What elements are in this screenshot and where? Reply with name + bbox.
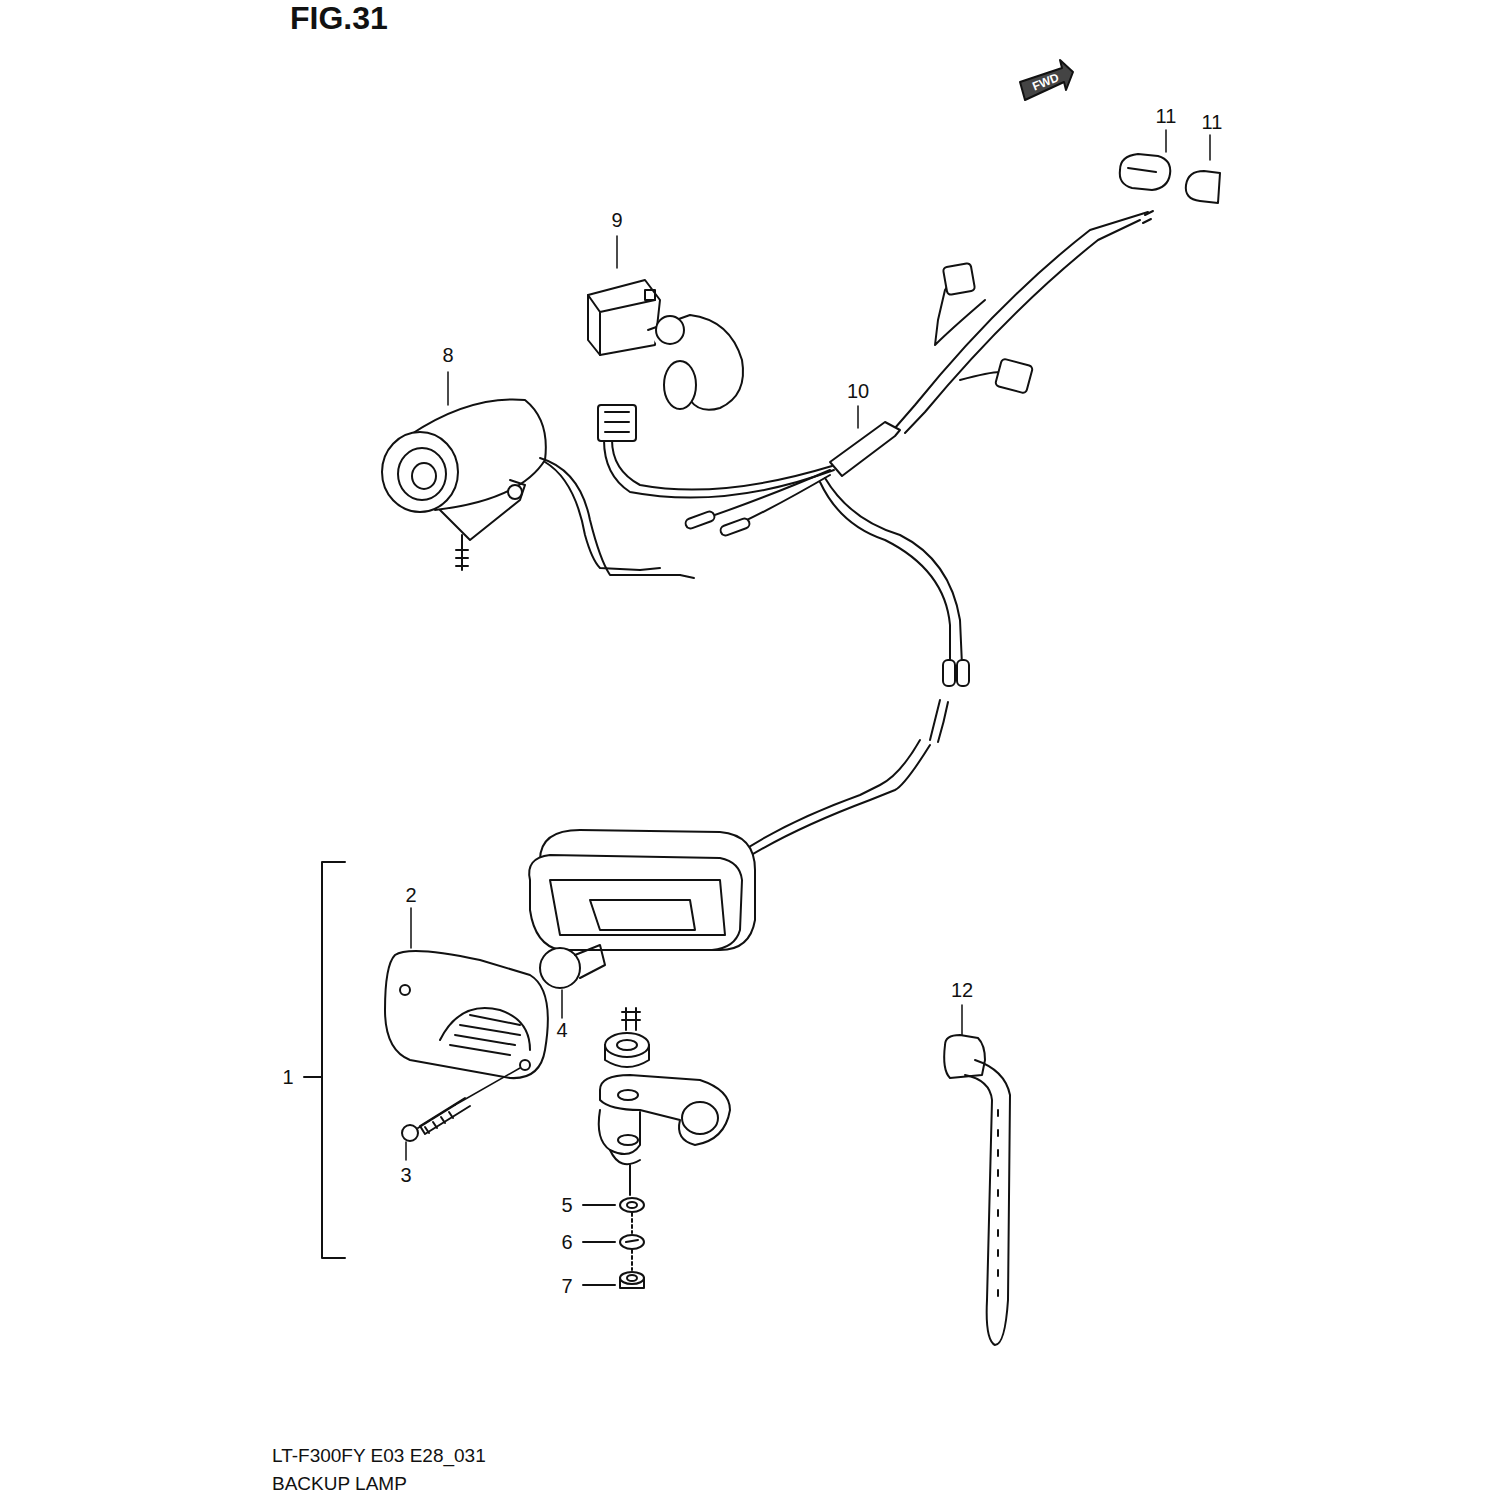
figure-title: FIG.31	[290, 0, 388, 37]
callout-number: 12	[951, 979, 973, 1002]
callout-number: 6	[561, 1231, 572, 1254]
callout-number: 10	[847, 380, 869, 403]
callout-number: 8	[442, 344, 453, 367]
figure-caption: BACKUP LAMP	[272, 1473, 407, 1495]
callout-number: 3	[400, 1164, 411, 1187]
callout-number: 4	[556, 1019, 567, 1042]
model-code: LT-F300FY E03 E28_031	[272, 1445, 486, 1467]
callout-number: 9	[611, 209, 622, 232]
callout-number: 7	[561, 1275, 572, 1298]
callout-number: 11	[1202, 111, 1223, 134]
callout-number: 5	[561, 1194, 572, 1217]
callout-number: 2	[405, 884, 416, 907]
callout-number: 11	[1156, 105, 1177, 128]
callout-number: 1	[282, 1066, 293, 1089]
